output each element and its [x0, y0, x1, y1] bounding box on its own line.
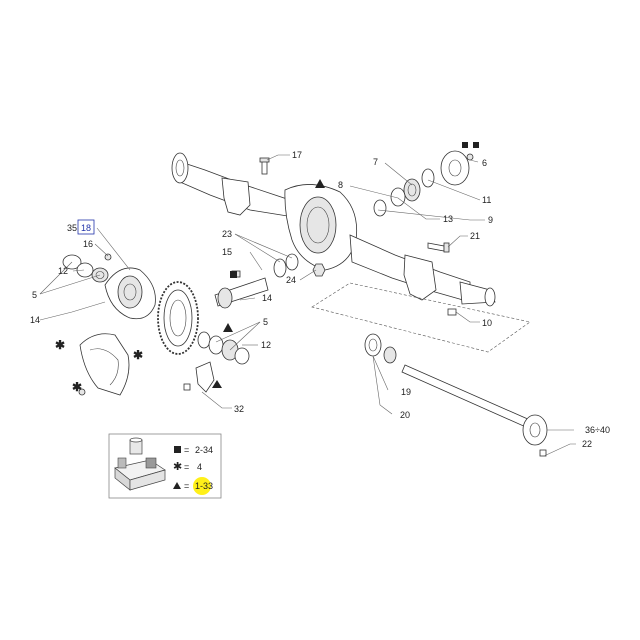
callout-18[interactable]: 18: [81, 223, 91, 233]
callout-7[interactable]: 7: [373, 157, 378, 167]
legend-triangle-value: 1-33: [195, 481, 213, 491]
callout-labels: 17 6 7 8 11 13 9 21 10 35 18 16 12 5 14 …: [30, 150, 610, 449]
callout-18-box[interactable]: [77, 219, 95, 235]
callout-15[interactable]: 15: [222, 247, 232, 257]
callout-9[interactable]: 9: [488, 215, 493, 225]
shim-16[interactable]: [104, 253, 112, 261]
svg-text:✱: ✱: [72, 380, 82, 394]
callout-13[interactable]: 13: [443, 214, 453, 224]
callout-10[interactable]: 10: [482, 318, 492, 328]
ring-gear[interactable]: [157, 281, 199, 355]
axle-housing[interactable]: [171, 152, 496, 307]
differential-cover[interactable]: [78, 333, 130, 396]
legend-box: = 2-34 ✱ = 4 = 1-33: [108, 433, 222, 499]
legend-square-value: 2-34: [195, 445, 213, 455]
triangle-symbol: [173, 482, 181, 489]
bracket-32[interactable]: [183, 361, 215, 393]
callout-14-right[interactable]: 14: [262, 293, 272, 303]
drain-plug[interactable]: [78, 388, 86, 396]
callout-22[interactable]: 22: [582, 439, 592, 449]
bolt-17[interactable]: [259, 157, 270, 175]
highlight-marker: [193, 477, 211, 495]
callout-11[interactable]: 11: [482, 195, 491, 205]
bolt-10[interactable]: [447, 308, 457, 316]
dashed-group-outline: [311, 282, 531, 353]
callout-8[interactable]: 8: [338, 180, 343, 190]
svg-text:✱: ✱: [55, 338, 65, 352]
callout-21[interactable]: 21: [470, 231, 480, 241]
callout-5-right[interactable]: 5: [263, 317, 268, 327]
svg-text:✱: ✱: [133, 348, 143, 362]
asterisk-symbol: ✱: [173, 460, 182, 473]
callout-23[interactable]: 23: [222, 229, 232, 239]
callout-14-left[interactable]: 14: [30, 315, 40, 325]
callout-24[interactable]: 24: [286, 275, 296, 285]
kit-icon: [114, 437, 166, 491]
svg-text:=: =: [184, 462, 189, 472]
callout-6[interactable]: 6: [482, 158, 487, 168]
half-shaft[interactable]: [364, 333, 548, 457]
callout-32[interactable]: 32: [234, 404, 244, 414]
callout-36-40[interactable]: 36÷40: [585, 425, 610, 435]
bearing-right[interactable]: [197, 331, 250, 365]
callout-12-right[interactable]: 12: [261, 340, 271, 350]
callout-20[interactable]: 20: [400, 410, 410, 420]
callout-12-left[interactable]: 12: [58, 266, 68, 276]
bolt-21[interactable]: [427, 242, 450, 253]
nut-24[interactable]: [312, 263, 326, 277]
callout-17[interactable]: 17: [292, 150, 302, 160]
hub-assembly[interactable]: [373, 150, 474, 217]
callout-5-left[interactable]: 5: [32, 290, 37, 300]
callout-16[interactable]: 16: [83, 239, 93, 249]
leader-lines: [39, 154, 576, 457]
legend-asterisk-value: 4: [197, 462, 202, 472]
svg-text:=: =: [184, 445, 189, 455]
svg-text:=: =: [184, 481, 189, 491]
square-symbol: [174, 446, 181, 453]
callout-35[interactable]: 35: [67, 223, 77, 233]
symbol-markers: ✱ ✱ ✱: [55, 142, 479, 394]
differential-case[interactable]: [104, 267, 156, 320]
callout-19[interactable]: 19: [401, 387, 411, 397]
bearing-left[interactable]: [62, 254, 109, 283]
